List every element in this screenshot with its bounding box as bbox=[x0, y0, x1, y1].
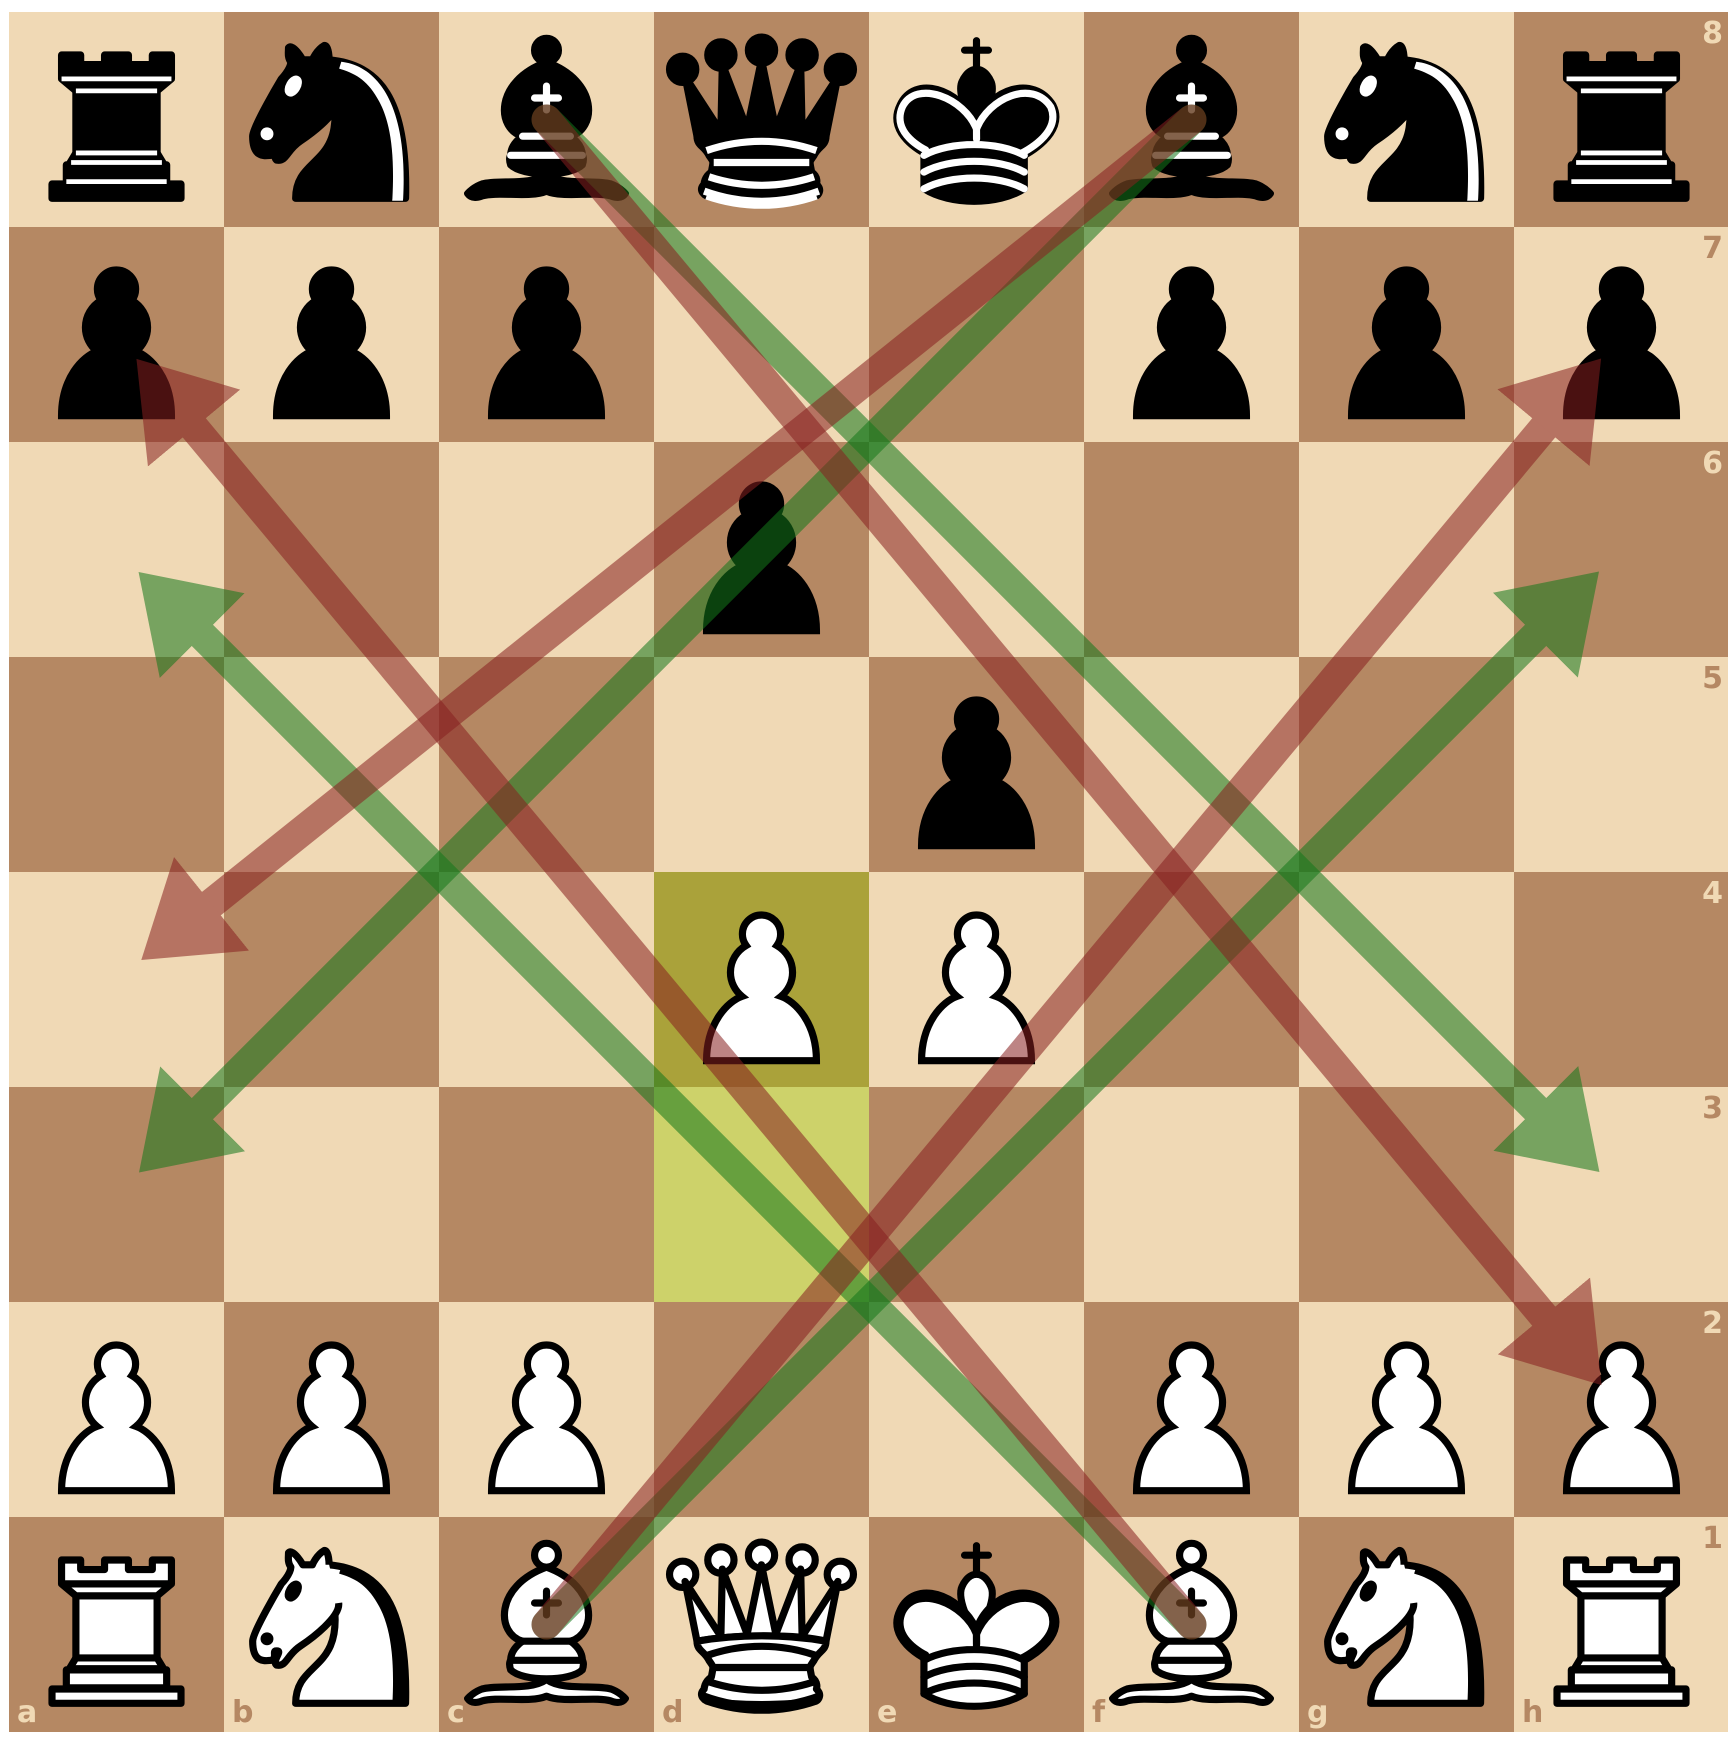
file-label: f bbox=[1092, 1695, 1105, 1730]
square-d7[interactable] bbox=[654, 227, 869, 442]
square-e4[interactable] bbox=[869, 872, 1084, 1087]
rank-label: 5 bbox=[1702, 661, 1723, 696]
square-g1[interactable]: g bbox=[1299, 1517, 1514, 1732]
rank-label: 8 bbox=[1702, 16, 1723, 51]
square-a1[interactable]: a bbox=[9, 1517, 224, 1732]
square-e1[interactable]: e bbox=[869, 1517, 1084, 1732]
rank-label: 3 bbox=[1702, 1091, 1723, 1126]
square-e5[interactable] bbox=[869, 657, 1084, 872]
square-h7[interactable]: 7 bbox=[1514, 227, 1728, 442]
square-e2[interactable] bbox=[869, 1302, 1084, 1517]
square-d5[interactable] bbox=[654, 657, 869, 872]
square-a5[interactable] bbox=[9, 657, 224, 872]
square-f7[interactable] bbox=[1084, 227, 1299, 442]
square-d2[interactable] bbox=[654, 1302, 869, 1517]
square-a2[interactable] bbox=[9, 1302, 224, 1517]
square-e6[interactable] bbox=[869, 442, 1084, 657]
square-f5[interactable] bbox=[1084, 657, 1299, 872]
file-label: g bbox=[1307, 1695, 1328, 1730]
square-h6[interactable]: 6 bbox=[1514, 442, 1728, 657]
square-c1[interactable]: c bbox=[439, 1517, 654, 1732]
square-f8[interactable] bbox=[1084, 12, 1299, 227]
square-g3[interactable] bbox=[1299, 1087, 1514, 1302]
square-h8[interactable]: 8 bbox=[1514, 12, 1728, 227]
square-c7[interactable] bbox=[439, 227, 654, 442]
file-label: b bbox=[232, 1695, 253, 1730]
square-g6[interactable] bbox=[1299, 442, 1514, 657]
square-d8[interactable] bbox=[654, 12, 869, 227]
square-g4[interactable] bbox=[1299, 872, 1514, 1087]
square-g5[interactable] bbox=[1299, 657, 1514, 872]
square-c2[interactable] bbox=[439, 1302, 654, 1517]
square-e8[interactable] bbox=[869, 12, 1084, 227]
file-label: d bbox=[662, 1695, 683, 1730]
square-h5[interactable]: 5 bbox=[1514, 657, 1728, 872]
square-b2[interactable] bbox=[224, 1302, 439, 1517]
rank-label: 7 bbox=[1702, 231, 1723, 266]
square-e3[interactable] bbox=[869, 1087, 1084, 1302]
square-g2[interactable] bbox=[1299, 1302, 1514, 1517]
chess-board: 8 7 6 5 4 3 2 a b c d e f bbox=[9, 12, 1728, 1732]
square-h3[interactable]: 3 bbox=[1514, 1087, 1728, 1302]
file-label: a bbox=[17, 1695, 37, 1730]
square-b8[interactable] bbox=[224, 12, 439, 227]
square-e7[interactable] bbox=[869, 227, 1084, 442]
file-label: h bbox=[1522, 1695, 1543, 1730]
square-g8[interactable] bbox=[1299, 12, 1514, 227]
square-a6[interactable] bbox=[9, 442, 224, 657]
rank-label: 2 bbox=[1702, 1306, 1723, 1341]
square-b3[interactable] bbox=[224, 1087, 439, 1302]
square-b4[interactable] bbox=[224, 872, 439, 1087]
square-a3[interactable] bbox=[9, 1087, 224, 1302]
square-f6[interactable] bbox=[1084, 442, 1299, 657]
board-squares: 8 7 6 5 4 3 2 a b c d e f bbox=[9, 12, 1728, 1732]
square-d4[interactable] bbox=[654, 872, 869, 1087]
square-b7[interactable] bbox=[224, 227, 439, 442]
square-h4[interactable]: 4 bbox=[1514, 872, 1728, 1087]
square-g7[interactable] bbox=[1299, 227, 1514, 442]
square-b1[interactable]: b bbox=[224, 1517, 439, 1732]
square-a8[interactable] bbox=[9, 12, 224, 227]
square-b5[interactable] bbox=[224, 657, 439, 872]
square-d1[interactable]: d bbox=[654, 1517, 869, 1732]
square-c3[interactable] bbox=[439, 1087, 654, 1302]
square-f1[interactable]: f bbox=[1084, 1517, 1299, 1732]
rank-label: 6 bbox=[1702, 446, 1723, 481]
rank-label: 4 bbox=[1702, 876, 1723, 911]
square-c4[interactable] bbox=[439, 872, 654, 1087]
square-f3[interactable] bbox=[1084, 1087, 1299, 1302]
square-d6[interactable] bbox=[654, 442, 869, 657]
file-label: e bbox=[877, 1695, 897, 1730]
square-a7[interactable] bbox=[9, 227, 224, 442]
square-c8[interactable] bbox=[439, 12, 654, 227]
rank-label: 1 bbox=[1702, 1521, 1723, 1556]
square-f2[interactable] bbox=[1084, 1302, 1299, 1517]
file-label: c bbox=[447, 1695, 465, 1730]
square-f4[interactable] bbox=[1084, 872, 1299, 1087]
square-a4[interactable] bbox=[9, 872, 224, 1087]
square-c6[interactable] bbox=[439, 442, 654, 657]
square-c5[interactable] bbox=[439, 657, 654, 872]
square-d3[interactable] bbox=[654, 1087, 869, 1302]
square-h2[interactable]: 2 bbox=[1514, 1302, 1728, 1517]
square-b6[interactable] bbox=[224, 442, 439, 657]
